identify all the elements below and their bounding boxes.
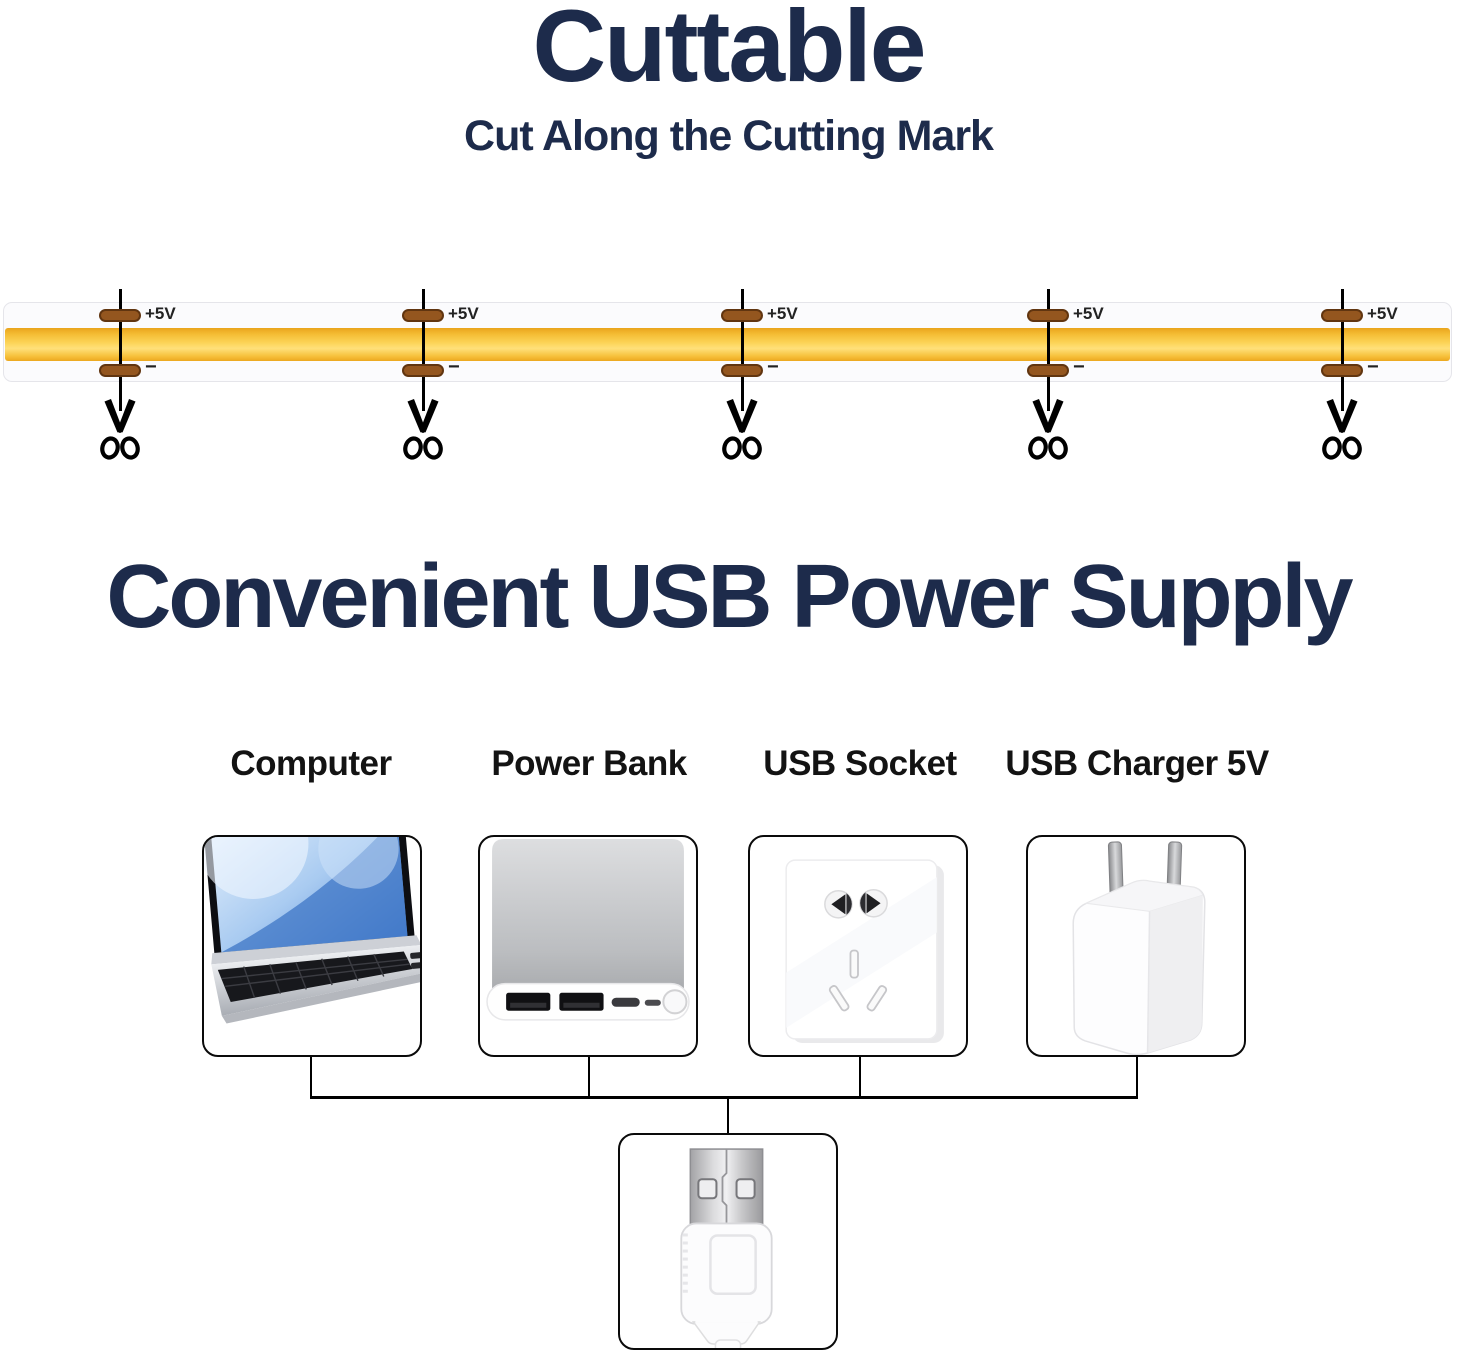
wire-usb-charger: [1135, 1057, 1138, 1098]
solder-pad-negative: [721, 364, 763, 377]
negative-label: −: [1073, 356, 1085, 378]
usb-plug-icon: [680, 1148, 773, 1348]
scissors-icon: [100, 399, 140, 460]
positive-voltage-label: +5V: [1367, 304, 1398, 323]
negative-label: −: [448, 356, 460, 378]
cut-line: [1340, 289, 1344, 411]
led-strip-phosphor-band: [5, 328, 1450, 361]
source-card-power-bank: [478, 835, 698, 1057]
source-label-computer: Computer: [230, 744, 392, 783]
solder-pad-positive: [1027, 309, 1069, 322]
laptop-icon: [204, 837, 420, 1024]
cut-line: [421, 289, 425, 411]
wire-usb-socket: [858, 1057, 861, 1098]
scissors-icon: [1028, 399, 1068, 460]
solder-pad-positive: [99, 309, 141, 322]
scissors-icon: [1322, 399, 1362, 460]
source-label-power-bank: Power Bank: [491, 744, 687, 783]
solder-pad-negative: [1321, 364, 1363, 377]
section-title-usb-power: Convenient USB Power Supply: [106, 547, 1353, 647]
solder-pad-negative: [1027, 364, 1069, 377]
source-card-usb-charger: [1026, 835, 1246, 1057]
scissors-icon: [722, 399, 762, 460]
solder-pad-negative: [99, 364, 141, 377]
wire-to-usb-plug: [726, 1096, 729, 1134]
solder-pad-positive: [721, 309, 763, 322]
section-subtitle-cuttable: Cut Along the Cutting Mark: [464, 112, 994, 160]
usb-plug-card: [618, 1133, 838, 1350]
wall-socket-icon: [785, 859, 944, 1043]
solder-pad-positive: [402, 309, 444, 322]
source-label-usb-socket: USB Socket: [763, 744, 957, 783]
negative-label: −: [767, 356, 779, 378]
positive-voltage-label: +5V: [448, 304, 479, 323]
cut-line: [1046, 289, 1050, 411]
positive-voltage-label: +5V: [1073, 304, 1104, 323]
section-title-cuttable: Cuttable: [532, 0, 927, 103]
negative-label: −: [145, 356, 157, 378]
source-label-usb-charger: USB Charger 5V: [1005, 744, 1269, 783]
source-card-usb-socket: [748, 835, 968, 1057]
cut-line: [740, 289, 744, 411]
solder-pad-negative: [402, 364, 444, 377]
wire-power-bank: [587, 1057, 590, 1098]
negative-label: −: [1367, 356, 1379, 378]
scissors-icon: [403, 399, 443, 460]
source-card-computer: [202, 835, 422, 1057]
usb-charger-icon: [1072, 841, 1206, 1055]
solder-pad-positive: [1321, 309, 1363, 322]
wire-computer: [309, 1057, 312, 1098]
wire-bus: [309, 1096, 1138, 1099]
positive-voltage-label: +5V: [767, 304, 798, 323]
cut-line: [118, 289, 122, 411]
power-bank-icon: [486, 839, 690, 1021]
positive-voltage-label: +5V: [145, 304, 176, 323]
